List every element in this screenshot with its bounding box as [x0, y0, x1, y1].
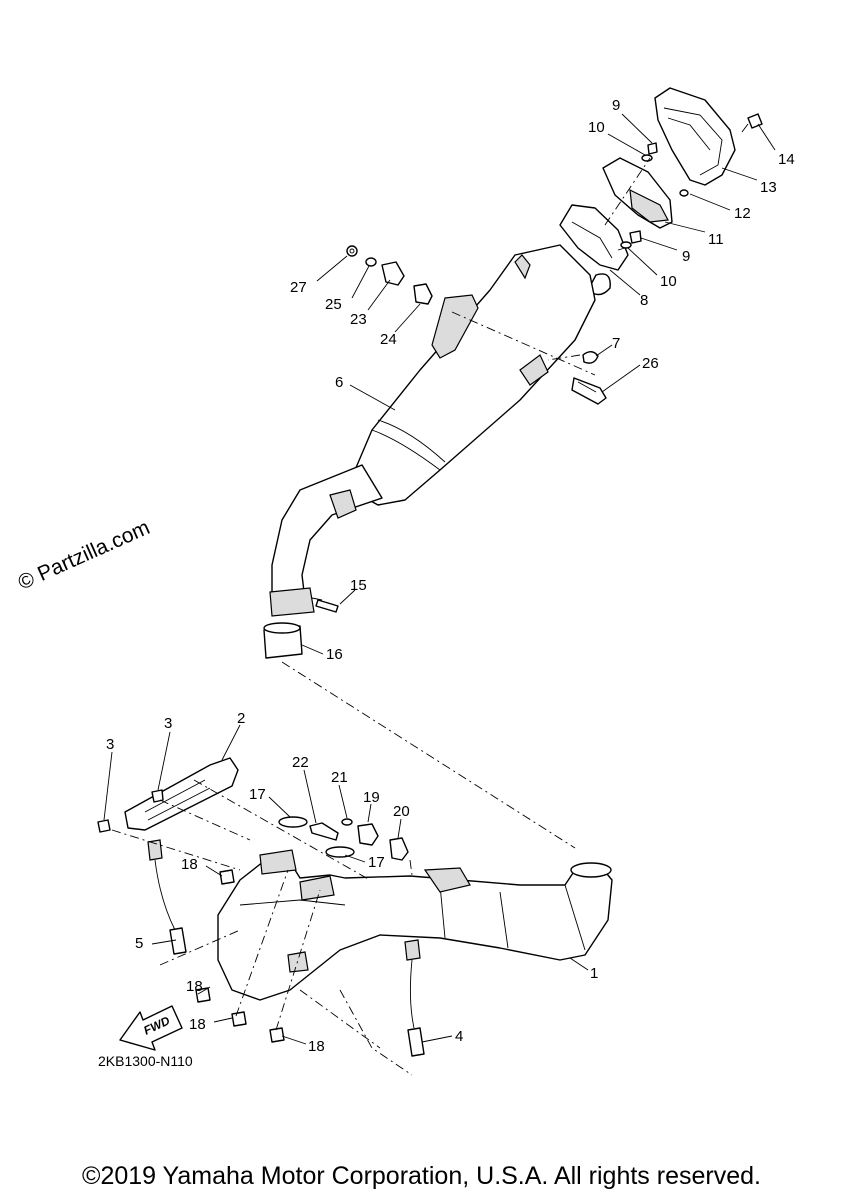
callout-label: 18 [308, 1038, 325, 1055]
oxygen-sensor-front [147, 839, 187, 955]
callout-label: 8 [640, 292, 648, 309]
muffler-end-cover [654, 87, 736, 186]
callout-label: 18 [186, 978, 203, 995]
callout-label: 18 [189, 1016, 206, 1033]
callout-label: 25 [325, 296, 342, 313]
callout-label: 21 [331, 769, 348, 786]
header-mount-hardware [309, 818, 409, 861]
callout-label: 13 [760, 179, 777, 196]
callout-label: 10 [588, 119, 605, 136]
callout-label: 20 [393, 803, 410, 820]
leader-lines [103, 113, 776, 1045]
callout-label: 9 [682, 248, 690, 265]
end-cap-bracket [602, 157, 673, 229]
callout-label: 7 [612, 335, 620, 352]
callout-labels: 9 10 14 13 12 11 9 10 8 7 26 27 25 23 24… [106, 97, 795, 1055]
callout-label: 2 [237, 710, 245, 727]
callout-label: 5 [135, 935, 143, 952]
clamp-bolt [315, 599, 339, 613]
callout-label: 22 [292, 754, 309, 771]
callout-label: 14 [778, 151, 795, 168]
header-nuts [195, 869, 285, 1043]
header-gasket-left [278, 816, 308, 828]
callout-label: 23 [350, 311, 367, 328]
callout-label: 3 [106, 736, 114, 753]
callout-label: 3 [164, 715, 172, 732]
partzilla-watermark: © Partzilla.com [15, 516, 154, 595]
callout-label: 17 [249, 786, 266, 803]
heat-protector [97, 757, 239, 833]
callout-label: 19 [363, 789, 380, 806]
muffler-body [269, 244, 596, 617]
callout-label: 6 [335, 374, 343, 391]
callout-label: 18 [181, 856, 198, 873]
copyright-notice: ©2019 Yamaha Motor Corporation, U.S.A. A… [82, 1162, 761, 1190]
callout-label: 9 [612, 97, 620, 114]
exhaust-gasket [263, 622, 303, 659]
oxygen-sensor-rear [404, 939, 425, 1057]
callout-label: 10 [660, 273, 677, 290]
callout-label: 27 [290, 279, 307, 296]
exhaust-header-pipe [217, 849, 613, 1001]
callout-label: 1 [590, 965, 598, 982]
callout-label: 4 [455, 1028, 463, 1045]
diagram-code: 2KB1300-N110 [98, 1053, 193, 1069]
callout-label: 24 [380, 331, 397, 348]
callout-label: 26 [642, 355, 659, 372]
callout-label: 16 [326, 646, 343, 663]
callout-label: 11 [708, 231, 724, 248]
callout-label: 17 [368, 854, 385, 871]
forward-direction-arrow: FWD [119, 1005, 183, 1051]
callout-label: 15 [350, 577, 367, 594]
header-gasket-right [325, 846, 355, 858]
callout-label: 12 [734, 205, 751, 222]
assembly-lines [111, 157, 651, 1076]
